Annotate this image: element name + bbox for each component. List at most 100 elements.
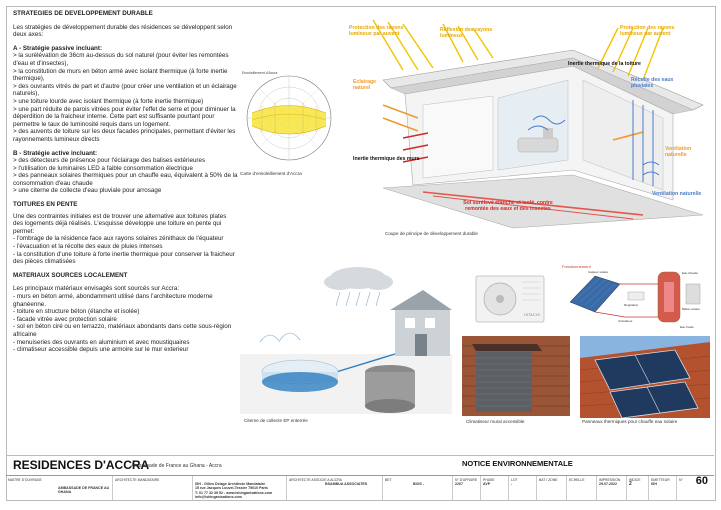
schema-circulateur: Circulateur	[618, 319, 633, 323]
materiaux-item: - menuiseries des ouvrants en aluminium …	[13, 338, 190, 346]
cell-zone: BAT / ZONE	[536, 476, 566, 500]
schema-eau-chaude: Eau chaude	[682, 271, 698, 275]
cell-label: BET	[385, 478, 392, 482]
cell-value: 2207	[455, 482, 463, 487]
heading-toitures: TOITURES EN PENTE	[13, 201, 78, 209]
cell-label: ECHELLE	[569, 478, 585, 482]
toitures-item: - la constitution d'une toiture à forte …	[13, 250, 235, 266]
materiaux-intro: Les principaux matériaux envisagés sont …	[13, 285, 180, 293]
sun-path-chart: Ensoleillement d'Accra	[242, 71, 332, 161]
toitures-item: - l'ombrage de la résidence face aux ray…	[13, 235, 224, 243]
strategy-a-item: > une toiture lourde avec isolant thermi…	[13, 97, 204, 105]
cell-label: MAITRE D'OUVRAGE	[8, 478, 42, 482]
cell-architecte-associe: ARCHITECTE ASSOCIE A ACCRA BSAMBUA ASSOC…	[286, 476, 382, 500]
project-subtitle: Ambassade de France au Ghana - Accra	[131, 463, 222, 469]
title-block: MAITRE D'OUVRAGE AMBASSADE DE FRANCE AU …	[6, 475, 714, 500]
cell-value: 2	[629, 481, 632, 488]
text-column: STRATEGIES DE DEVELOPPEMENT DURABLE Les …	[13, 10, 238, 354]
cell-label: INDICE	[629, 478, 641, 482]
cell-value: 29.07.2022	[599, 482, 617, 487]
label-raised-floor: Sol surélevé étanche et isolé, contre re…	[463, 200, 553, 212]
label-roof-inertia: Inertie thermique de la toiture	[568, 61, 641, 67]
sun-caption: Carte d'ensoleillement d'Accra	[240, 171, 302, 176]
cistern-illustration	[240, 262, 452, 414]
strategy-b-item: > une citerne de collecte d'eau pluviale…	[13, 187, 162, 195]
strategy-a-item: > des auvents de toiture sur les deux fa…	[13, 128, 236, 143]
strategy-a-item: > la constitution de murs en béton armé …	[13, 67, 228, 83]
cell-emetteur: EMETTEUR ISH	[648, 476, 676, 500]
cell-lot: LOT -	[508, 476, 536, 500]
cell-label: N° D'AFFAIRE	[455, 478, 477, 482]
schema-eau-froide: Eau froide	[680, 325, 694, 329]
cell-label: ARCHITECTE MANDATAIRE	[115, 478, 160, 482]
house-section-illustration	[372, 19, 704, 229]
cell-impression: IMPRESSION 29.07.2022	[596, 476, 626, 500]
cell-phase: PHASE AVP	[480, 476, 508, 500]
sun-path-diagram: Ensoleillement d'Accra Carte d'ensoleill…	[240, 68, 338, 176]
materiaux-item: - toiture en structure béton (étanche et…	[13, 308, 140, 316]
strategy-b-title: B - Stratégie active incluant:	[13, 149, 98, 157]
strategy-a-title: A - Stratégie passive incluant:	[13, 44, 103, 52]
ac-caption: Climatiseur mural accessible	[466, 419, 525, 424]
cell-value: ISH	[651, 482, 657, 487]
cell-value: BIOS -	[413, 482, 424, 487]
strategy-b-item: > des panneaux solaires thermiques pour …	[13, 172, 238, 187]
section-caption: Coupe de principe de développement durab…	[385, 231, 478, 236]
label-protection-left: Protection des rayons lumineux par auven…	[349, 25, 404, 37]
footer-divider	[6, 455, 714, 456]
materiaux-item: - facade vitrée avec protection solaire	[13, 315, 117, 323]
label-ventilation-upper: Ventilation naturelle	[665, 146, 692, 158]
house-section-diagram: Protection des rayons lumineux par auven…	[343, 10, 712, 232]
label-ventilation-lower: Ventilation naturelle	[652, 191, 702, 197]
schema-title: Fonctionnement	[562, 264, 592, 269]
project-title: RESIDENCES D'ACCRA	[13, 458, 150, 472]
cell-label: ARCHITECTE ASSOCIE A ACCRA	[289, 478, 342, 482]
ac-brand: HITACHI	[524, 312, 540, 317]
document-title: NOTICE ENVIRONNEMENTALE	[462, 459, 573, 468]
cell-maitre-ouvrage: MAITRE D'OUVRAGE AMBASSADE DE FRANCE AU …	[6, 476, 112, 500]
label-rain-collection: Récolte des eaux pluviales	[631, 77, 674, 89]
cell-label: LOT	[511, 478, 518, 482]
cell-indice: INDICE 2	[626, 476, 648, 500]
cell-value: ISH - Gilles Delage Architecte Mandatair…	[195, 482, 273, 499]
toitures-item: - l'évacuation et la récolte des eaux de…	[13, 243, 163, 251]
toitures-intro: Une des contraintes initiales est de tro…	[13, 212, 227, 235]
label-wall-inertia: Inertie thermique des murs	[353, 156, 420, 162]
cell-value: AVP	[483, 482, 491, 487]
cell-value: AMBASSADE DE FRANCE AU GHANA	[58, 486, 110, 495]
schema-capteur: Capteur solaire	[588, 270, 609, 274]
cell-affaire: N° D'AFFAIRE 2207	[452, 476, 480, 500]
cell-label: BAT / ZONE	[539, 478, 558, 482]
strategies-intro: Les stratégies de développement durable …	[13, 23, 233, 39]
cistern-caption: Citerne de collecte EP enterrée	[244, 418, 308, 423]
cell-value: -	[511, 482, 513, 487]
materiaux-item: - climatiseur accessible depuis une armo…	[13, 346, 189, 354]
schema-regulation: Régulation	[624, 303, 639, 307]
label-natural-light: Eclairage naturel	[353, 79, 377, 91]
panels-caption: Panneaux thermiques pour chauffe eau sol…	[582, 419, 678, 424]
ac-unit-image: HITACHI	[470, 268, 550, 330]
cell-label: IMPRESSION	[599, 478, 621, 482]
strategy-b-item: > l'utilisation de luminaires LED a faib…	[13, 164, 193, 172]
cell-bet: BET BIOS -	[382, 476, 452, 500]
cell-sheet-number: N° 60	[676, 475, 714, 500]
strategy-a-item: > des ouvrants vitrés de part et d'autre…	[13, 82, 237, 98]
heading-materiaux: MATERIAUX SOURCES LOCALEMENT	[13, 271, 128, 279]
cell-architecte: ARCHITECTE MANDATAIRE	[112, 476, 192, 500]
cell-label: N°	[679, 478, 683, 482]
materiaux-item: - murs en béton armé, abondamment utilis…	[13, 293, 213, 308]
ac-wall-photo	[462, 336, 570, 416]
cell-label: EMETTEUR	[651, 478, 670, 482]
sun-chart-tag: Ensoleillement d'Accra	[242, 71, 277, 75]
cell-ish: ISH - Gilles Delage Architecte Mandatair…	[192, 476, 286, 500]
label-reflection: Réflexion des rayons lumineux	[440, 27, 493, 39]
sheet-number: 60	[695, 475, 708, 487]
strategy-a-item: > une part réduite de parois vitrées pou…	[13, 105, 236, 128]
strategy-a-item: > la surélévation de 36cm au-dessus du s…	[13, 52, 229, 67]
cell-echelle: ECHELLE	[566, 476, 596, 500]
label-protection-right: Protection des rayons lumineux par auven…	[620, 25, 675, 37]
solar-schema: Fonctionnement Capteur solaire Régulatio…	[560, 262, 710, 332]
materiaux-item: - sol en béton ciré ou en terrazzo, maté…	[13, 323, 232, 338]
schema-ballon: Ballon solaire	[682, 307, 700, 311]
